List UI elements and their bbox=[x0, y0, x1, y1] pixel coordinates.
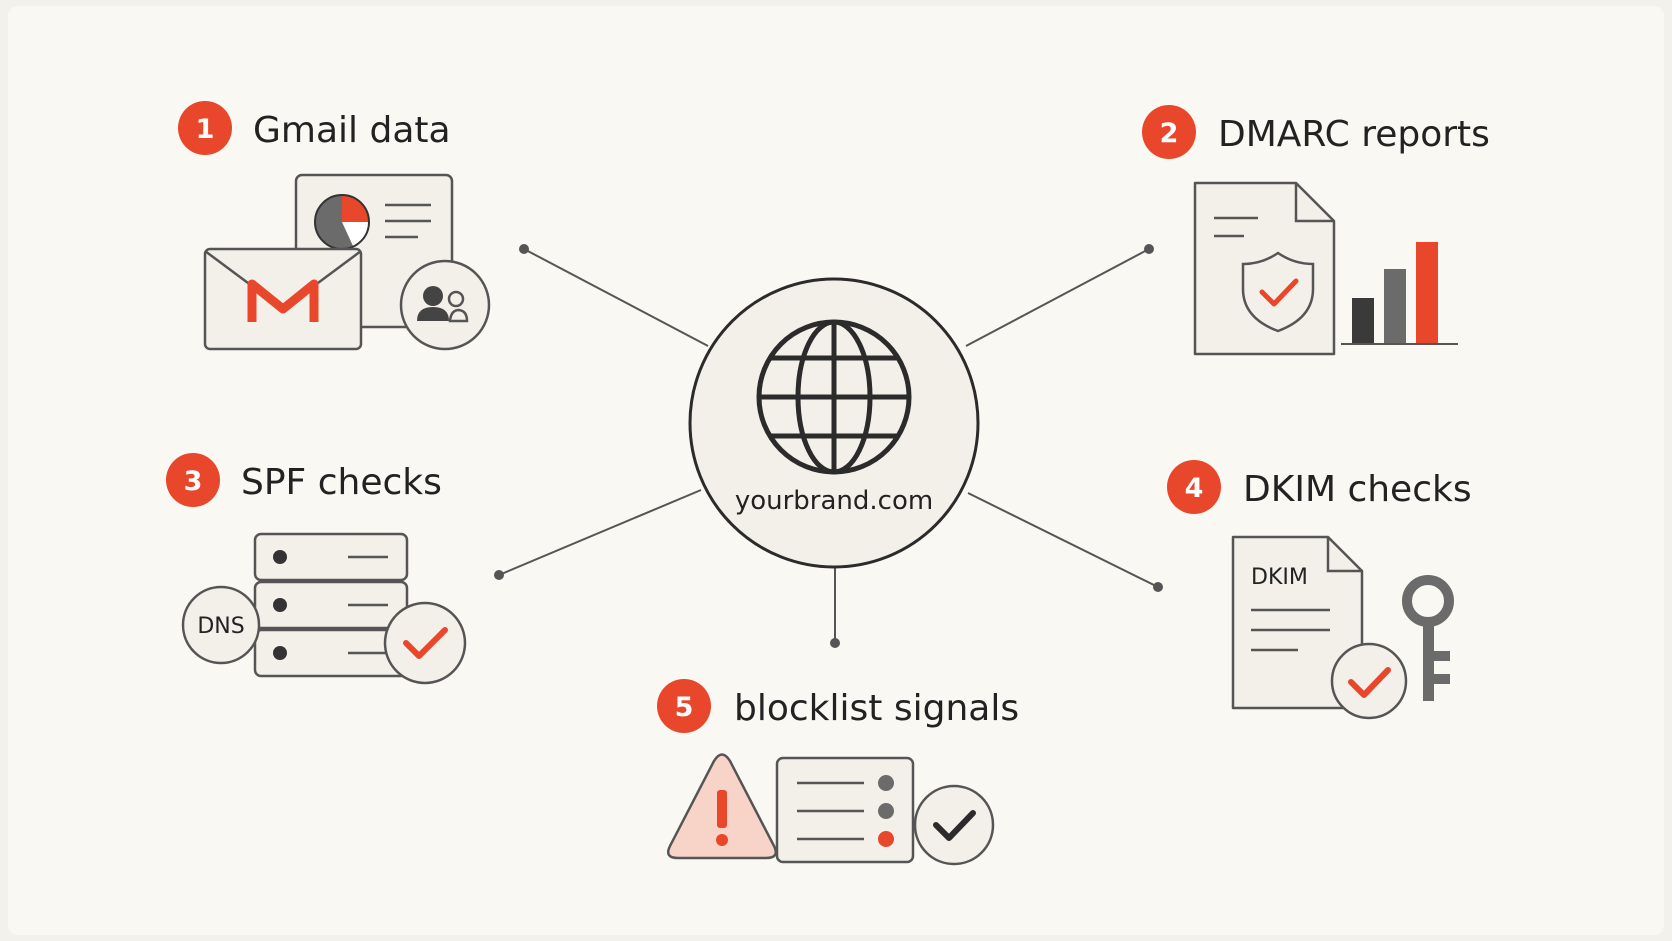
check-circle-icon bbox=[383, 601, 467, 685]
badge-5: 5 bbox=[657, 679, 711, 733]
label-dkim-checks: DKIM checks bbox=[1243, 469, 1472, 510]
svg-text:1: 1 bbox=[196, 114, 215, 145]
list-icon bbox=[775, 756, 915, 864]
dkim-doc-label: DKIM bbox=[1251, 565, 1308, 590]
hub: yourbrand.com bbox=[688, 277, 980, 569]
label-dmarc-reports: DMARC reports bbox=[1218, 114, 1490, 155]
label-spf-checks: SPF checks bbox=[241, 462, 442, 503]
warning-triangle-icon bbox=[667, 753, 777, 860]
diagram-svg: yourbrand.com 1 Gmail data bbox=[166, 101, 1490, 866]
source-spf-checks: 3 SPF checks DNS bbox=[166, 453, 467, 685]
svg-text:3: 3 bbox=[184, 466, 203, 497]
source-blocklist-signals: 5 blocklist signals bbox=[657, 679, 1019, 866]
source-gmail-data: 1 Gmail data bbox=[178, 101, 491, 351]
badge-1: 1 bbox=[178, 101, 232, 155]
globe-icon bbox=[756, 319, 912, 475]
label-blocklist-signals: blocklist signals bbox=[734, 688, 1019, 729]
shield-document-icon bbox=[1193, 181, 1336, 356]
gmail-envelope-icon bbox=[203, 247, 363, 351]
source-dmarc-reports: 2 DMARC reports bbox=[1142, 105, 1490, 356]
bar-chart-icon bbox=[1341, 242, 1458, 345]
svg-text:2: 2 bbox=[1160, 118, 1179, 149]
check-circle-icon bbox=[913, 784, 995, 866]
badge-3: 3 bbox=[166, 453, 220, 507]
connector-5 bbox=[830, 568, 840, 648]
dkim-document-icon: DKIM bbox=[1231, 535, 1364, 710]
svg-text:4: 4 bbox=[1185, 473, 1204, 504]
source-dkim-checks: 4 DKIM checks DKIM bbox=[1167, 460, 1472, 720]
badge-2: 2 bbox=[1142, 105, 1196, 159]
dns-icon: DNS bbox=[181, 585, 261, 665]
badge-4: 4 bbox=[1167, 460, 1221, 514]
connector-2 bbox=[965, 244, 1154, 347]
label-gmail-data: Gmail data bbox=[253, 110, 451, 151]
key-icon bbox=[1402, 575, 1454, 701]
connector-3 bbox=[494, 489, 702, 580]
diagram-canvas: yourbrand.com 1 Gmail data bbox=[8, 6, 1664, 935]
svg-text:5: 5 bbox=[675, 692, 694, 723]
users-icon bbox=[399, 259, 491, 351]
check-circle-icon bbox=[1330, 642, 1408, 720]
connector-4 bbox=[967, 492, 1163, 592]
dns-label: DNS bbox=[197, 614, 244, 639]
connectors bbox=[494, 244, 1163, 648]
hub-label: yourbrand.com bbox=[735, 486, 933, 516]
connector-1 bbox=[519, 244, 709, 347]
server-stack-icon bbox=[253, 532, 409, 678]
